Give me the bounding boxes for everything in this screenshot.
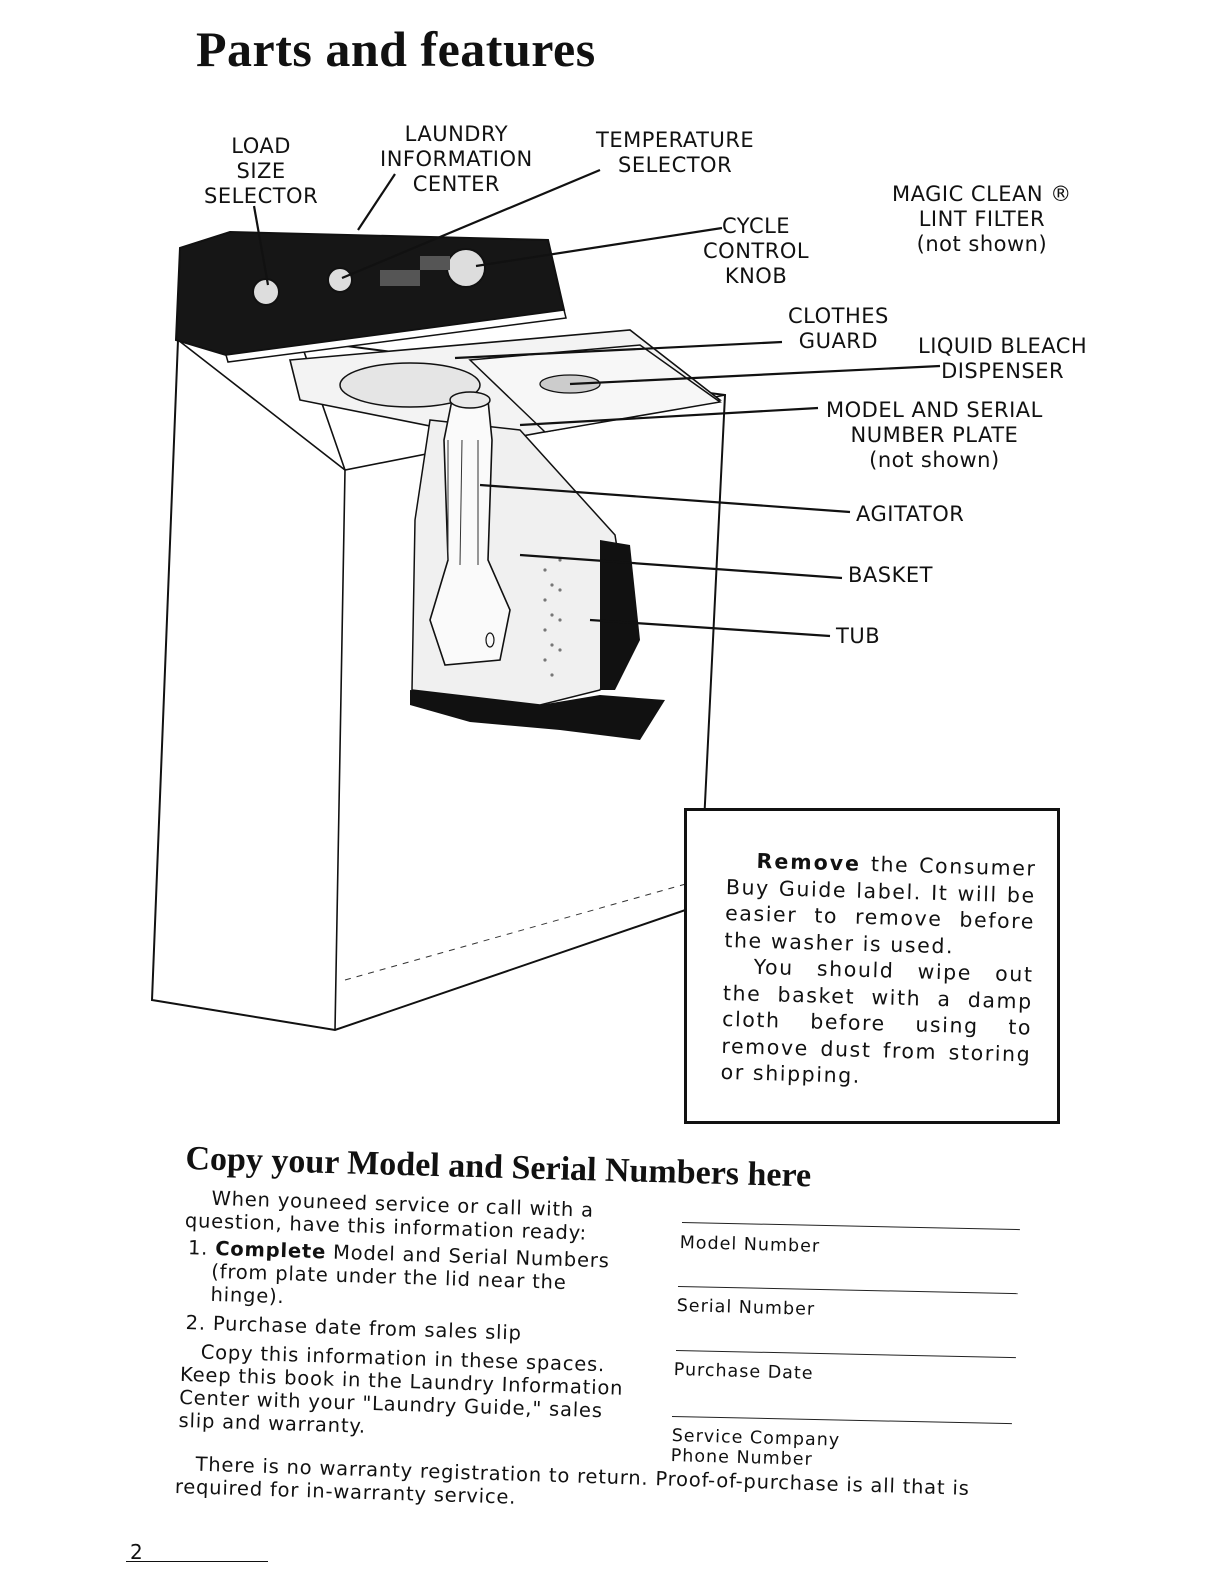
liquid-bleach-dispenser-label: LIQUID BLEACH DISPENSER (918, 334, 1087, 384)
tub-label: TUB (836, 624, 881, 648)
temperature-selector-label: TEMPERATURE SELECTOR (596, 128, 754, 178)
list-bold-word: Complete (214, 1236, 327, 1264)
callout-line: LAUNDRY (404, 122, 509, 146)
agitator-label: AGITATOR (856, 502, 965, 526)
callout-line: GUARD (798, 329, 879, 353)
purchase-date-label: Purchase Date (673, 1360, 814, 1384)
load-size-selector-label: LOAD SIZE SELECTOR (204, 134, 318, 209)
page-number: 2 (130, 1540, 143, 1564)
callout-line: (not shown) (916, 232, 1048, 256)
notice-box: Remove the Consumer Buy Guide label. It … (684, 808, 1060, 1124)
serial-number-label: Serial Number (676, 1296, 816, 1320)
callout-line: SIZE (236, 159, 286, 183)
callout-line: (not shown) (869, 448, 1000, 472)
purchase-date-line[interactable] (675, 1350, 1016, 1359)
laundry-information-center-label: LAUNDRY INFORMATION CENTER (380, 122, 533, 197)
clothes-guard-label: CLOTHES GUARD (788, 304, 889, 354)
serial-number-line[interactable] (677, 1286, 1018, 1295)
callout-line: NUMBER PLATE (850, 423, 1019, 447)
page-number-rule (126, 1561, 268, 1562)
list-text: Purchase date from sales slip (212, 1311, 523, 1345)
instructions-block: When youneed service or call with a ques… (178, 1186, 646, 1446)
callout-line: SELECTOR (618, 153, 733, 177)
list-item: 1. Complete Model and Serial Numbers (fr… (182, 1236, 644, 1319)
model-number-label: Model Number (679, 1233, 821, 1257)
callout-line: LOAD (231, 134, 291, 158)
page-title: Parts and features (196, 21, 596, 77)
callout-line: CYCLE (721, 214, 791, 238)
section-heading: Copy your Model and Serial Numbers here (184, 1140, 812, 1195)
callout-line: CLOTHES (788, 304, 889, 328)
callout-line: MODEL AND SERIAL (826, 398, 1043, 422)
callout-line: INFORMATION (380, 147, 533, 171)
cycle-control-knob-label: CYCLE CONTROL KNOB (703, 214, 809, 289)
callout-line: DISPENSER (941, 359, 1065, 383)
list-number: 1. (187, 1236, 209, 1260)
notice-bold-word: Remove (756, 848, 862, 876)
callout-line: MAGIC CLEAN ® (892, 182, 1072, 206)
service-company-line[interactable] (671, 1416, 1012, 1425)
warranty-footer-text: There is no warranty registration to ret… (174, 1452, 970, 1509)
model-serial-plate-label: MODEL AND SERIAL NUMBER PLATE (not shown… (826, 398, 1043, 473)
magic-clean-lint-filter-label: MAGIC CLEAN ® LINT FILTER (not shown) (892, 182, 1072, 257)
callout-line: LINT FILTER (918, 207, 1046, 231)
callout-line: KNOB (724, 264, 788, 288)
copy-instructions-text: Copy this information in these spaces. K… (178, 1340, 624, 1438)
washer-illustration (150, 168, 941, 1032)
notice-text: You should wipe out the basket with a da… (720, 954, 1034, 1088)
callout-line: LIQUID BLEACH (918, 334, 1088, 358)
callout-line: CENTER (412, 172, 501, 196)
notice-paragraph-1: Remove the Consumer Buy Guide label. It … (724, 847, 1037, 962)
basket-label: BASKET (848, 563, 933, 587)
list-number: 2. (185, 1311, 207, 1335)
callout-line: TEMPERATURE (596, 128, 755, 152)
callout-line: SELECTOR (204, 184, 319, 208)
phone-number-label: Phone Number (670, 1446, 814, 1470)
model-number-line[interactable] (681, 1222, 1020, 1231)
callout-line: CONTROL (703, 239, 810, 263)
notice-paragraph-2: You should wipe out the basket with a da… (720, 953, 1034, 1094)
